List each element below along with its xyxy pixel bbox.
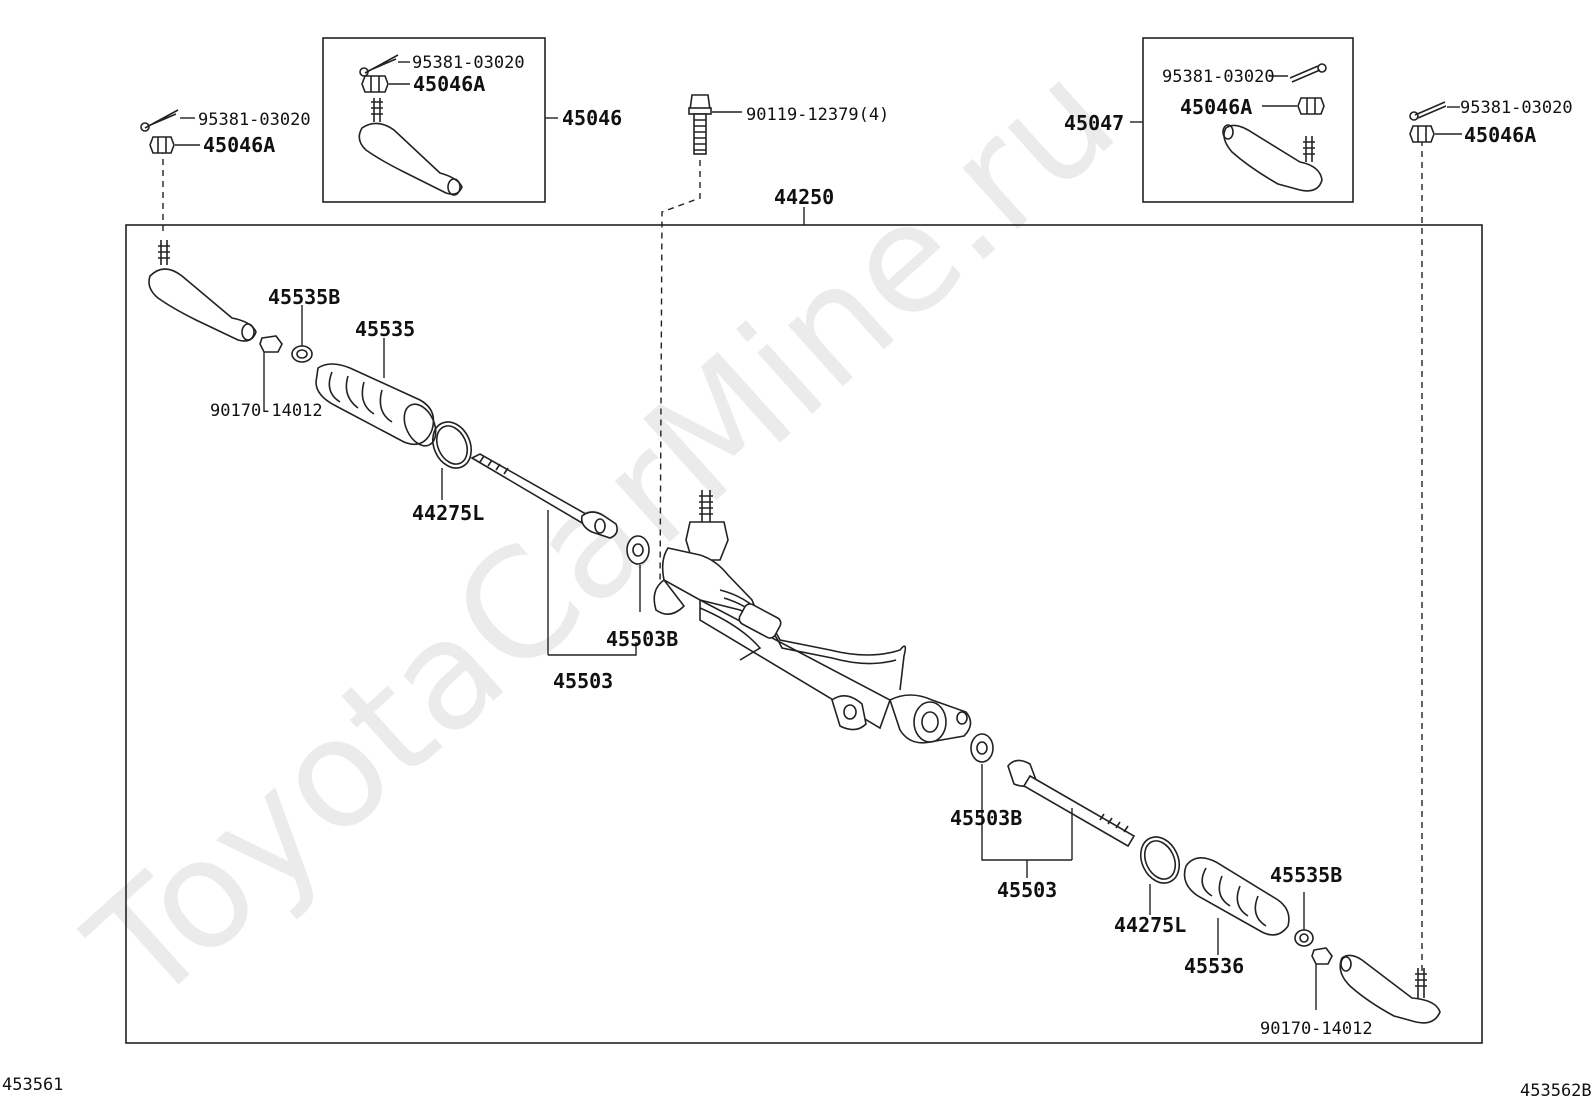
label-45535: 45535 (355, 317, 415, 341)
label-45503-right: 45503 (997, 878, 1057, 902)
label-45503B-left: 45503B (606, 627, 678, 651)
nut-90170-right (1311, 947, 1333, 1010)
label-95381-top-left: 95381-03020 (198, 110, 311, 130)
label-95381-box2: 95381-03020 (1162, 67, 1275, 87)
clamp-45535B-right (1294, 892, 1314, 947)
clamp-44275L-left (431, 421, 473, 500)
label-45046A-top-right: 45046A (1464, 123, 1536, 147)
label-90170-right: 90170-14012 (1260, 1019, 1373, 1039)
label-45047: 45047 (1064, 111, 1124, 135)
label-44275L-left: 44275L (412, 501, 484, 525)
label-45503B-right: 45503B (950, 806, 1022, 830)
tie-rod-end-box1 (358, 98, 463, 196)
washer-45503B-left (626, 535, 650, 612)
inner-tie-rod-right (1007, 759, 1136, 860)
label-45046A-top-left: 45046A (203, 133, 275, 157)
castle-nut-top-right (1409, 125, 1462, 143)
label-45046A-box2: 45046A (1180, 95, 1252, 119)
clamp-45535B-left (291, 305, 313, 363)
bolt-90119 (688, 94, 742, 155)
boot-45535 (315, 338, 437, 447)
tie-rod-end-kit-box-left (322, 37, 546, 203)
cotter-pin-box2 (1270, 63, 1327, 83)
label-45535B-left: 45535B (268, 285, 340, 309)
label-95381-top-right: 95381-03020 (1460, 98, 1573, 118)
tie-rod-end-right (1339, 954, 1441, 1024)
cotter-pin-top-right (1409, 101, 1460, 121)
tie-rod-end-kit-box-right (1142, 37, 1354, 203)
castle-nut-box2 (1262, 97, 1325, 115)
label-45503-left: 45503 (553, 669, 613, 693)
inner-tie-rod-left (470, 453, 618, 655)
label-45046A-box1: 45046A (413, 72, 485, 96)
diagram-code-left: 453561 (2, 1075, 63, 1095)
boot-45536 (1183, 857, 1290, 955)
cotter-pin-box1 (359, 54, 410, 77)
washer-45503B-right (970, 733, 994, 812)
tie-rod-end-box2 (1222, 124, 1323, 192)
rack-housing (653, 490, 972, 744)
label-45046: 45046 (562, 106, 622, 130)
label-44275L-right: 44275L (1114, 913, 1186, 937)
label-95381-box1: 95381-03020 (412, 53, 525, 73)
castle-nut-top-left (149, 136, 200, 154)
label-45535B-right: 45535B (1270, 863, 1342, 887)
label-90119: 90119-12379(4) (746, 105, 889, 125)
diagram-code-right: 453562B (1520, 1081, 1592, 1099)
cotter-pin-top-left (140, 109, 195, 132)
label-45536: 45536 (1184, 954, 1244, 978)
nut-90170-left (259, 335, 283, 412)
label-44250: 44250 (774, 185, 834, 209)
tie-rod-end-left (148, 240, 257, 342)
label-90170-left: 90170-14012 (210, 401, 323, 421)
castle-nut-box1 (361, 75, 410, 93)
clamp-44275L-right (1139, 836, 1181, 915)
